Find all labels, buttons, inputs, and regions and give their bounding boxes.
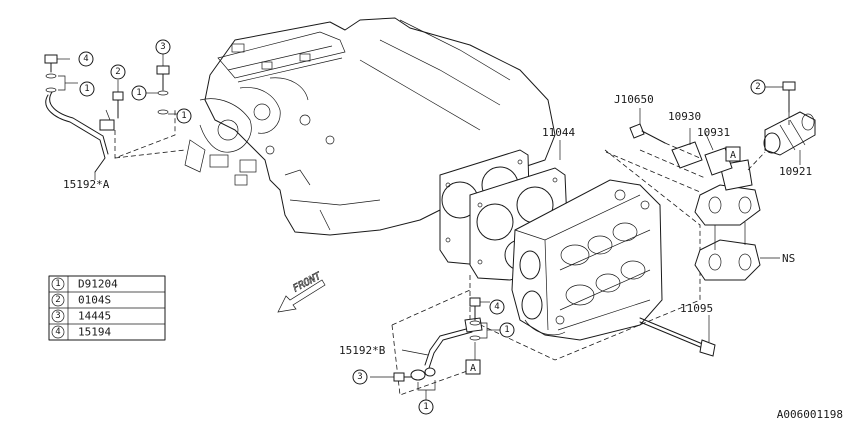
callout-1-bottom: 1 [418,399,434,415]
front-direction-arrow: FRONT [277,270,326,313]
svg-text:4: 4 [494,302,499,312]
svg-text:1: 1 [84,84,89,94]
label-15192a: 15192*A [63,178,110,191]
svg-text:1: 1 [423,402,428,412]
callout-2-right: 2 [750,79,766,95]
callout-3-bottom: 3 [352,369,368,385]
callout-2-top: 2 [110,64,126,80]
svg-text:0104S: 0104S [78,294,111,307]
legend-row-4: 4 15194 [51,326,111,339]
legend-table: 1 D91204 2 0104S 3 14445 4 15194 [48,275,166,341]
legend-row-3: 3 14445 [51,310,111,323]
bolt-stack-middle [112,80,124,119]
oil-pipe-b [391,289,483,396]
svg-text:2: 2 [755,82,760,92]
svg-text:2: 2 [55,295,60,305]
reference-box-a-bottom: A [465,359,481,375]
svg-text:3: 3 [160,42,165,52]
label-15192b: 15192*B [339,344,386,357]
bolt-stack-right [146,54,178,115]
bolt-stack-bottom-left [370,372,436,400]
cam-cap-assembly [694,159,780,281]
label-j10650: J10650 [614,93,654,106]
label-11095: 11095 [680,302,713,315]
callout-1-top-left: 1 [79,81,95,97]
label-11044: 11044 [542,126,575,139]
svg-text:D91204: D91204 [78,278,118,291]
callout-4-top-left: 4 [78,51,94,67]
cylinder-head [511,179,663,341]
front-label: FRONT [291,270,324,294]
svg-text:4: 4 [83,54,88,64]
svg-text:3: 3 [55,311,60,321]
head-bolt [639,317,716,357]
svg-text:1: 1 [181,111,186,121]
box-a-bottom-label: A [470,363,476,374]
callout-3-top: 3 [155,39,171,55]
svg-text:1: 1 [55,279,60,289]
cam-group-outline [605,149,706,193]
svg-text:4: 4 [55,327,60,337]
legend-row-1: 1 D91204 [51,278,118,291]
box-a-top-label: A [730,150,736,161]
callout-1-top-mid: 1 [131,85,147,101]
label-ns: NS [782,252,795,265]
svg-text:1: 1 [136,88,141,98]
engine-block [184,17,556,236]
bolt-j10650 [629,108,701,159]
label-10921: 10921 [779,165,812,178]
svg-text:15194: 15194 [78,326,111,339]
drawing-id: A006001198 [777,408,843,421]
svg-text:14445: 14445 [78,310,111,323]
oil-control-valve [747,81,816,171]
callout-4-bottom: 4 [489,299,505,315]
label-10930: 10930 [668,110,701,123]
label-10931: 10931 [697,126,730,139]
svg-text:1: 1 [504,325,509,335]
bolt-stack-left [44,54,78,93]
reference-box-a-top: A [725,146,741,162]
callout-1-bottom-right: 1 [499,322,515,338]
svg-text:3: 3 [357,372,362,382]
svg-text:2: 2 [115,67,120,77]
callout-1-top-right: 1 [176,108,192,124]
head-group-outline [469,149,701,361]
bolt-stack-bottom-right [469,297,500,360]
oil-pipe-a [45,91,186,173]
oil-control-bracket [671,128,733,176]
legend-row-2: 2 0104S [51,294,111,307]
